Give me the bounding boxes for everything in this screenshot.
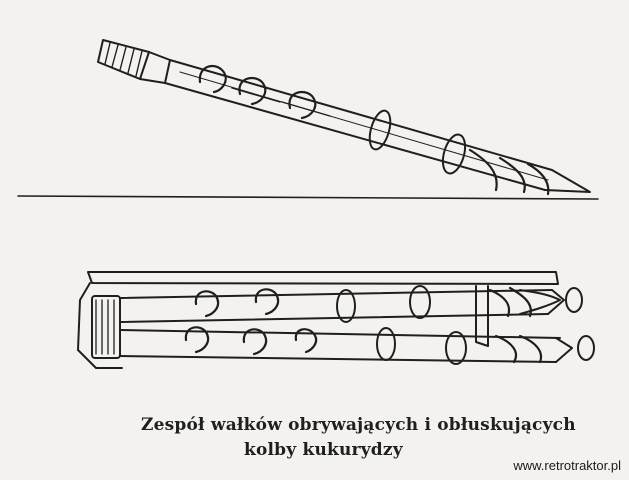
splined-shaft-end bbox=[97, 39, 171, 84]
figure-caption-line-2: kolby kukurydzy bbox=[244, 440, 403, 460]
single-roller-drawing bbox=[17, 39, 599, 200]
gear-housing bbox=[91, 295, 121, 359]
ground-line bbox=[17, 195, 599, 200]
watermark: www.retrotraktor.pl bbox=[513, 458, 621, 473]
figure-caption-line-1: Zespół wałków obrywających i obłuskujący… bbox=[141, 415, 576, 435]
roller-assembly-drawing bbox=[77, 271, 595, 369]
